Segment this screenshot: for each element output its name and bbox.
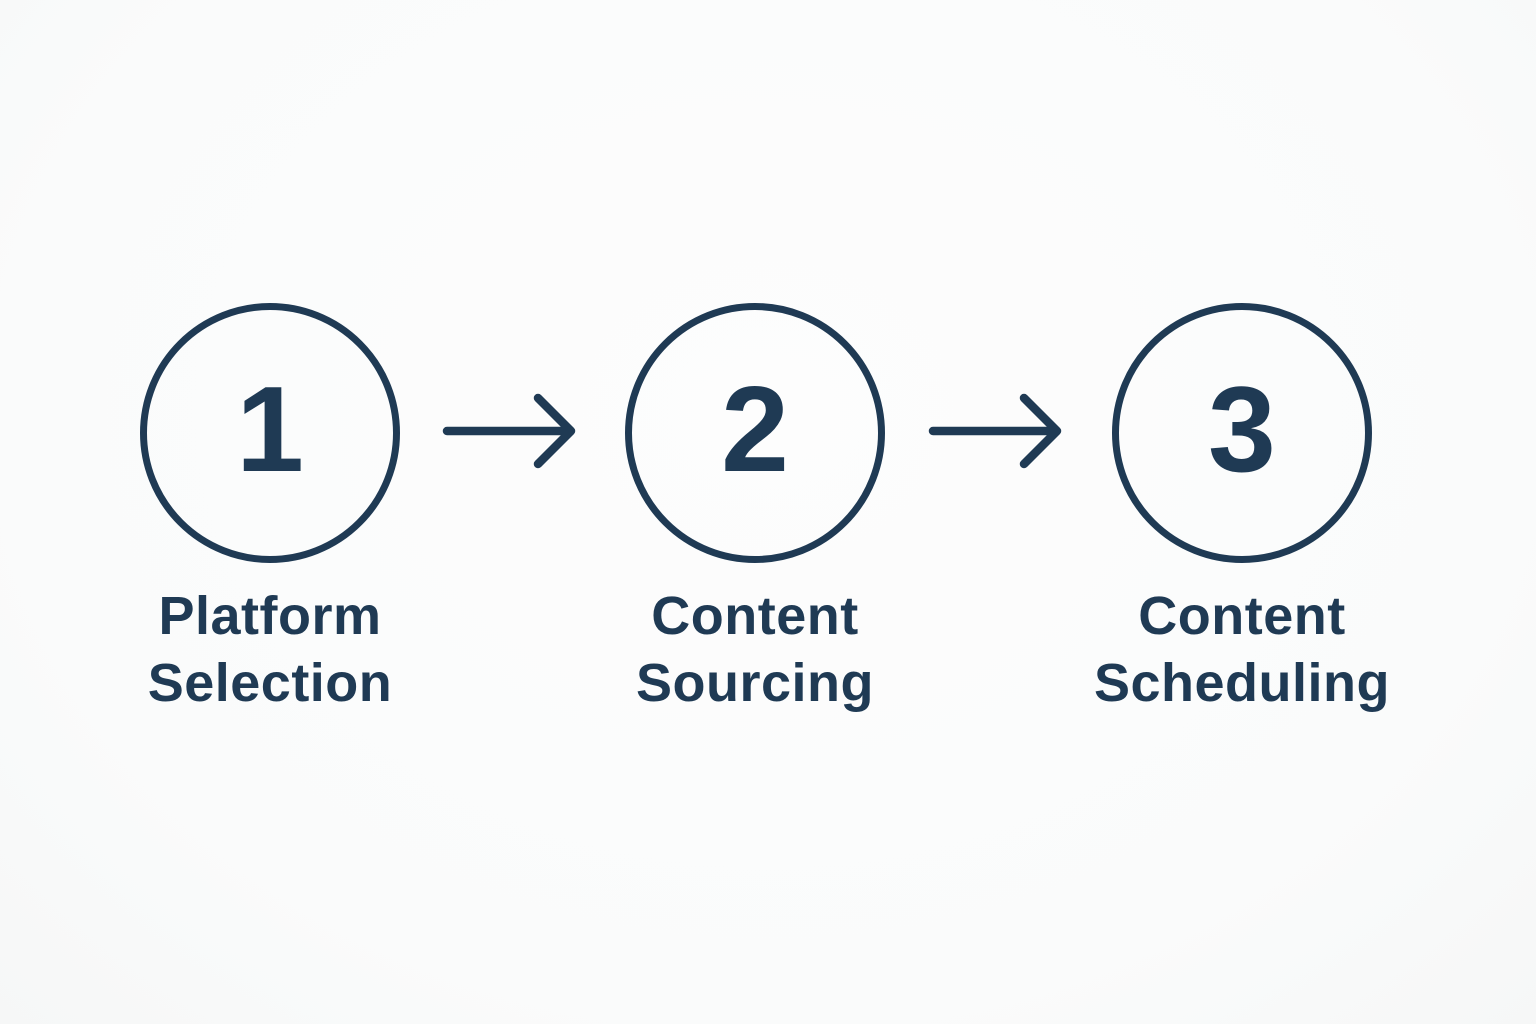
step-1-circle: 1 <box>140 303 400 563</box>
step-3-label-line1: Content <box>1138 586 1346 646</box>
arrow-right-icon <box>442 391 578 471</box>
arrow-right-icon <box>928 391 1064 471</box>
step-1-number: 1 <box>236 361 304 497</box>
step-2: 2 Content Sourcing <box>625 303 885 717</box>
step-2-label-line2: Sourcing <box>635 653 874 713</box>
step-2-label: Content Sourcing <box>636 583 874 717</box>
step-1-label: Platform Selection <box>148 583 393 717</box>
step-3-circle: 3 <box>1111 303 1372 563</box>
step-3-number: 3 <box>1208 361 1276 497</box>
step-3-label-line2: Scheduling <box>1093 653 1391 713</box>
step-1-label-line2: Selection <box>147 653 393 713</box>
step-1: 1 Platform Selection <box>140 303 400 717</box>
step-3: 3 Content Scheduling <box>1094 303 1390 717</box>
step-3-label: Content Scheduling <box>1094 583 1390 717</box>
step-2-number: 2 <box>721 361 789 497</box>
step-2-label-line1: Content <box>651 586 859 646</box>
step-1-label-line1: Platform <box>158 586 382 646</box>
step-2-circle: 2 <box>625 303 885 563</box>
